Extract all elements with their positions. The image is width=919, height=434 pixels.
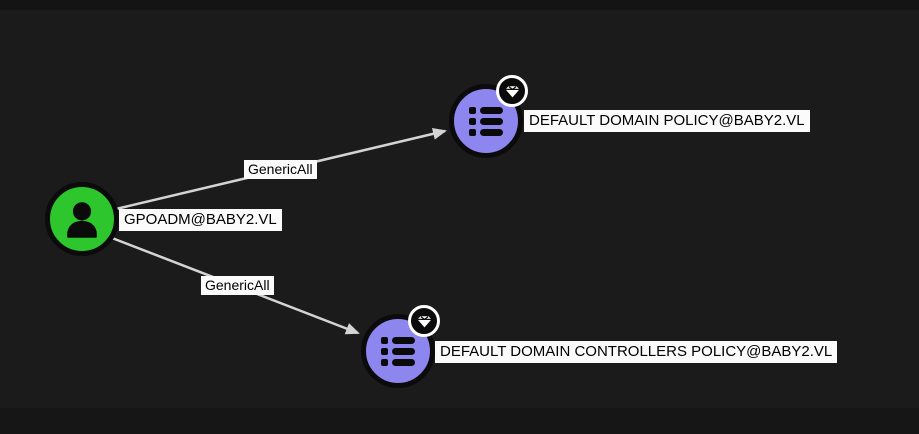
gpo-list-icon [381, 337, 415, 366]
top-frame-strip [0, 0, 919, 10]
user-node-circle[interactable] [45, 182, 119, 256]
tier-zero-badge [408, 305, 440, 337]
node-label-default-domain-policy[interactable]: DEFAULT DOMAIN POLICY@BABY2.VL [524, 110, 810, 132]
tier-zero-badge [496, 75, 528, 107]
node-user-gpoadm[interactable] [45, 182, 119, 256]
user-icon [67, 202, 97, 238]
gpo-node-circle[interactable] [449, 84, 523, 158]
bottom-frame-strip [0, 408, 919, 434]
gpo-list-icon [469, 107, 503, 136]
node-label-default-domain-controllers-policy[interactable]: DEFAULT DOMAIN CONTROLLERS POLICY@BABY2.… [435, 341, 838, 363]
gem-icon [504, 85, 520, 97]
edge-label-genericall-2[interactable]: GenericAll [201, 276, 274, 295]
node-gpo-default-domain-policy[interactable] [449, 75, 528, 158]
node-gpo-default-domain-controllers-policy[interactable] [361, 305, 440, 388]
gem-icon [416, 315, 432, 327]
edge-label-genericall-1[interactable]: GenericAll [244, 160, 317, 179]
node-label-user-gpoadm[interactable]: GPOADM@BABY2.VL [119, 209, 282, 231]
